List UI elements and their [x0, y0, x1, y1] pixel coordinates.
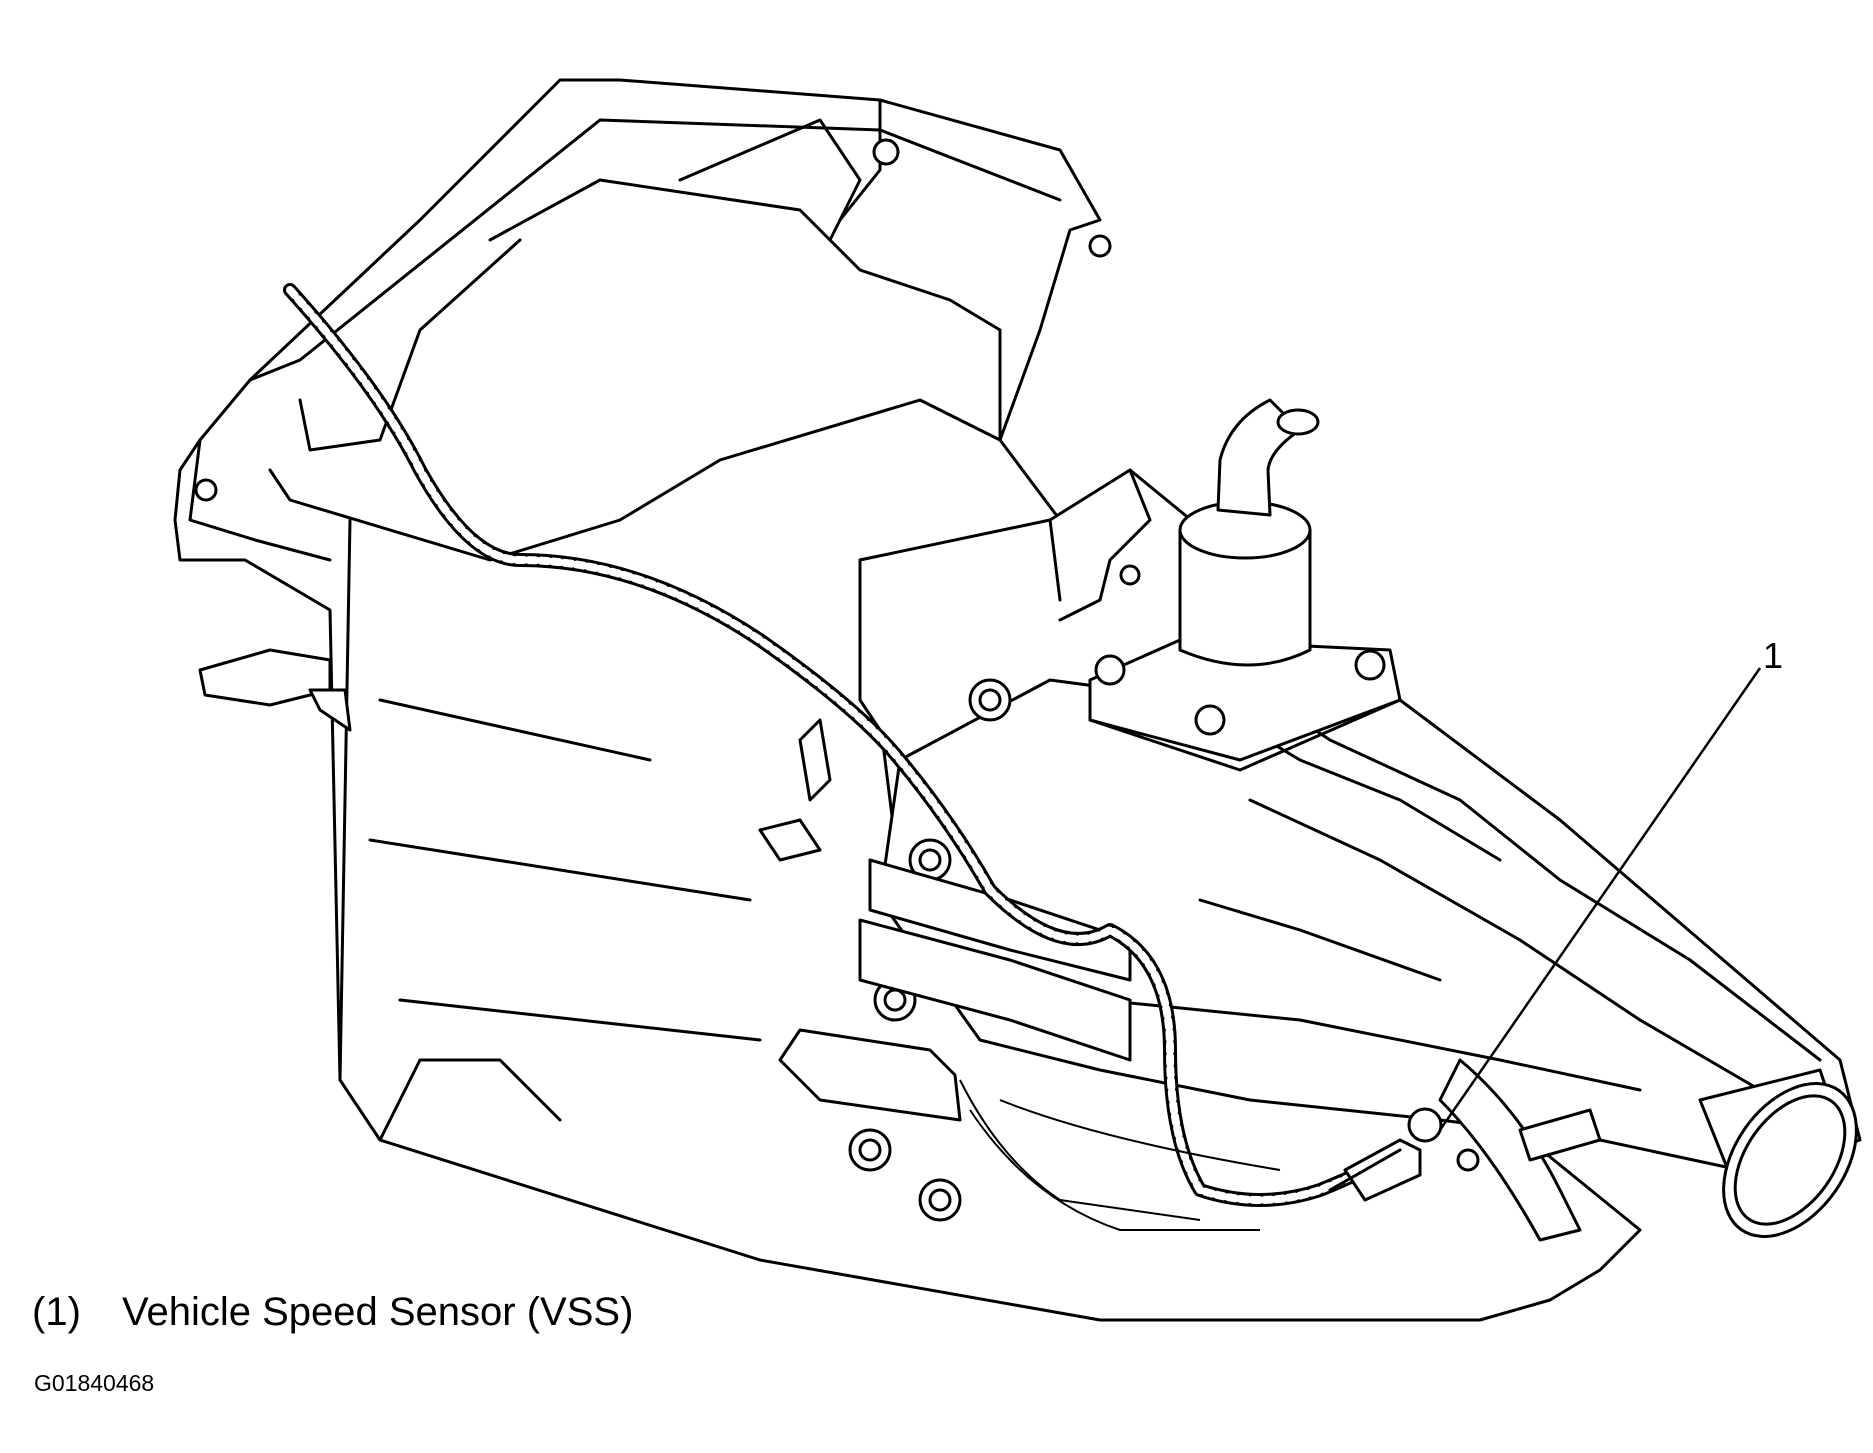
legend: (1) Vehicle Speed Sensor (VSS) [32, 1290, 633, 1334]
callout-leader-line [1438, 667, 1762, 1131]
tail-housing [1438, 1058, 1858, 1242]
wiring-harness [283, 283, 1407, 1231]
shifter-tower [1088, 398, 1402, 772]
callout-number: 1 [1763, 635, 1784, 676]
brackets [758, 718, 1132, 1122]
legend-number: (1) [32, 1290, 81, 1334]
housing-bolts [848, 678, 1012, 1222]
legend-label: Vehicle Speed Sensor (VSS) [122, 1290, 634, 1334]
vehicle-speed-sensor [1328, 1107, 1443, 1202]
figure-code: G01840468 [34, 1370, 155, 1396]
